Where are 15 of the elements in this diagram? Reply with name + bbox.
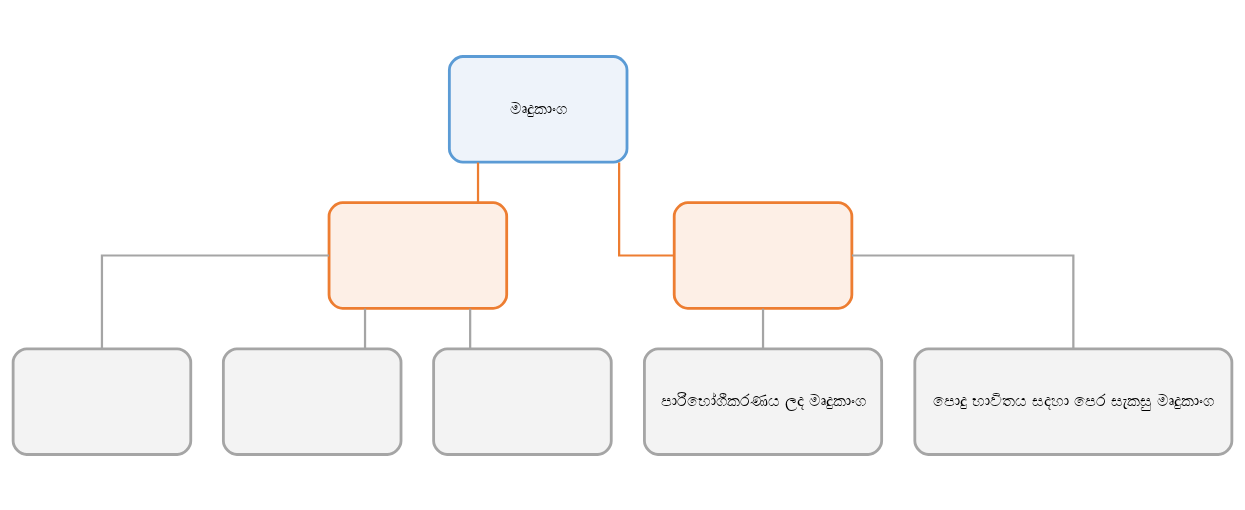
- node-box: [432, 346, 613, 456]
- node-box: [11, 346, 193, 456]
- connector: [469, 308, 472, 349]
- node-box: [327, 200, 509, 310]
- connector: [100, 253, 330, 348]
- connector: [761, 308, 765, 349]
- node-box: පොදු භාවිතය සදහා පෙර සැකසු මෘදුකාංග: [913, 346, 1234, 456]
- node-box: [221, 346, 403, 456]
- connector: [618, 162, 674, 257]
- connector: [851, 253, 1075, 348]
- connector: [476, 162, 480, 203]
- node-box: මෘදුකාංග: [447, 54, 629, 164]
- node-box: [672, 200, 854, 310]
- node-box: පාරිභෝගීකරණය ලද මෘදුකාංග: [643, 346, 884, 456]
- connector: [363, 308, 367, 349]
